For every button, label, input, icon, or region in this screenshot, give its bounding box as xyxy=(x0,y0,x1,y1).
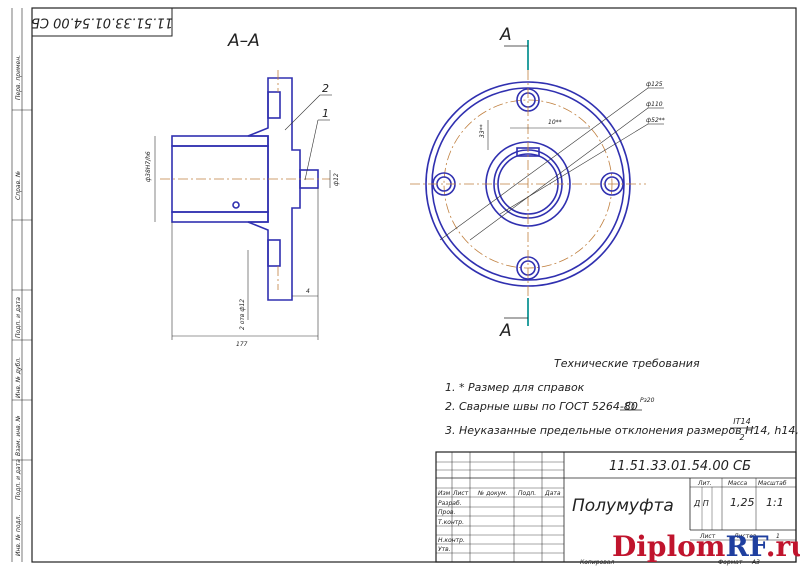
tb-part-name: Полумуфта xyxy=(572,496,674,516)
fraction-top: IT14 xyxy=(733,417,750,426)
tb-mass-value: 1,25 xyxy=(730,496,755,509)
side-label-7: Инв. № подл. xyxy=(15,515,22,556)
weld-symbol-label: Рз20 xyxy=(640,397,655,404)
tb-header-list: Лист xyxy=(452,490,469,497)
side-label-4: Инв. № дубл. xyxy=(15,357,22,398)
tb-mass-label: Масса xyxy=(728,480,747,487)
sheet-frame xyxy=(31,7,797,563)
tb-header-sign: Подп. xyxy=(518,490,536,497)
note-2: 2. Сварные швы по ГОСТ 5264-80 xyxy=(445,400,638,413)
notes-title: Технические требования xyxy=(554,357,700,370)
tech-notes: Технические требования 1. * Размер для с… xyxy=(445,357,800,442)
tb-lit-label: Лит. xyxy=(697,480,712,487)
hub-wall-bottom xyxy=(171,211,269,223)
dim-key: 10** xyxy=(548,119,562,126)
side-label-3: Подп. и дата xyxy=(15,297,22,338)
cut-mark-top: А xyxy=(499,25,512,45)
cut-mark-bottom: А xyxy=(499,321,512,341)
fraction-bottom: 2 xyxy=(739,433,744,442)
tb-header-date: Дата xyxy=(544,490,561,497)
tb-role-6: Утв. xyxy=(438,546,451,553)
watermark: DiplomRF.ru xyxy=(612,530,800,563)
side-label-5: Взам. инв. № xyxy=(15,415,22,456)
tb-header-doc: № докум. xyxy=(477,490,508,497)
dim-total: 177 xyxy=(236,341,248,348)
dim-holes: 2 отв ф12 xyxy=(239,299,246,330)
section-view: 2 1 ф38Н7/h6 ф12 2 отв ф12 4 177 xyxy=(145,70,340,348)
tb-scale-label: Масштаб xyxy=(758,480,787,487)
svg-text:DiplomRF.ru: DiplomRF.ru xyxy=(612,530,800,563)
stamp-top: 11.51.33.01.54.00 СБ xyxy=(31,15,173,30)
watermark-part3: .ru xyxy=(766,530,800,563)
side-strip: Перв. примен. Справ. № Подп. и дата Инв.… xyxy=(12,55,32,556)
tb-role-2: Пров. xyxy=(438,509,456,516)
tb-designation: 11.51.33.01.54.00 СБ xyxy=(609,459,751,474)
tb-sheets-label: Листов xyxy=(733,533,757,540)
watermark-part2: RF xyxy=(725,530,768,563)
tb-header-izm: Изм xyxy=(438,490,451,497)
copied-label: Копировал xyxy=(580,559,614,566)
side-label-2: Справ. № xyxy=(15,171,22,200)
tb-sheets-value: 1 xyxy=(776,533,780,540)
format-value: А3 xyxy=(751,559,760,566)
format-label: Формат xyxy=(718,559,743,566)
note-1: 1. * Размер для справок xyxy=(445,381,585,394)
callout-1: 1 xyxy=(322,107,329,120)
tb-sheet-label: Лист xyxy=(699,533,716,540)
dim-outer: ф125 xyxy=(646,81,663,88)
side-label-6: Подп. и дата xyxy=(15,459,22,500)
dim-inner: ф52** xyxy=(646,117,665,124)
hub-wall-top xyxy=(171,135,269,147)
tb-role-3: Т.контр. xyxy=(438,519,464,526)
side-label-1: Перв. примен. xyxy=(15,55,22,100)
title-block: Изм Лист № докум. Подп. Дата Разраб. Про… xyxy=(435,451,797,563)
tb-scale-value: 1:1 xyxy=(766,496,784,509)
flange xyxy=(247,77,301,301)
dim-len: 4 xyxy=(306,288,310,295)
dim-pcd: ф110 xyxy=(646,101,663,108)
dim-bore: ф38Н7/h6 xyxy=(145,151,152,182)
tb-role-5: Н.контр. xyxy=(438,537,465,544)
tb-lit-value: Д П xyxy=(693,499,709,508)
note-3: 3. Неуказанные предельные отклонения раз… xyxy=(445,424,800,437)
tb-role-1: Разраб. xyxy=(438,500,462,507)
section-label: А–А xyxy=(227,31,260,51)
front-view: А А ф125 ф110 ф52** 10** 33** xyxy=(410,25,665,341)
watermark-part1: Diplom xyxy=(612,530,725,563)
callout-2: 2 xyxy=(322,82,329,95)
dim-shaft: ф12 xyxy=(333,173,340,186)
dim-key-depth: 33** xyxy=(479,124,486,138)
